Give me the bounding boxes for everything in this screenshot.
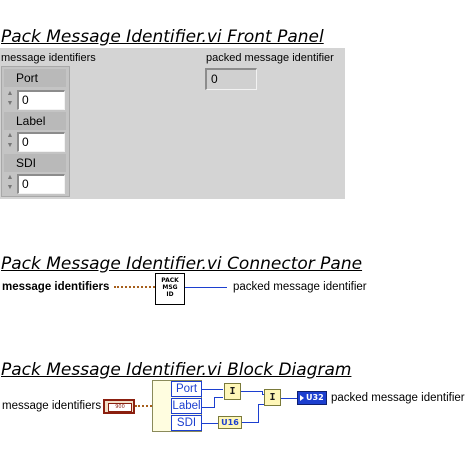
sdi-spinner-icon[interactable]: ▲▼ — [6, 174, 14, 191]
pack-msg-id-icon[interactable]: PACK MSG ID — [155, 273, 185, 305]
diagram-input-label: message identifiers — [2, 400, 102, 412]
output-wire — [281, 398, 297, 399]
join-numbers-2-icon[interactable]: I — [264, 389, 281, 406]
unbundle-label[interactable]: Label — [171, 398, 202, 414]
label-wire-b — [214, 397, 215, 408]
sdi-label: SDI — [16, 156, 37, 170]
cluster-label: message identifiers — [1, 52, 96, 64]
sdi-input[interactable]: 0 — [17, 174, 65, 194]
label-label: Label — [16, 114, 46, 128]
packed-message-identifier-indicator: 0 — [205, 68, 257, 90]
connector-pane-title: Pack Message Identifier.vi Connector Pan… — [1, 254, 363, 274]
label-wire-c — [214, 397, 223, 398]
join1-output-wire-a — [241, 391, 262, 392]
field-header-port — [4, 69, 66, 87]
field-header-sdi — [4, 154, 66, 172]
sdi-wire — [202, 423, 218, 424]
u16-wire-b — [258, 404, 259, 423]
label-spinner-icon[interactable]: ▲▼ — [6, 132, 14, 149]
port-input[interactable]: 0 — [17, 90, 65, 110]
front-panel-title: Pack Message Identifier.vi Front Panel — [1, 27, 324, 47]
indicator-arrow-icon — [300, 395, 304, 401]
unbundle-sdi[interactable]: SDI — [171, 415, 202, 431]
field-header-label — [4, 112, 66, 130]
connector-output-label: packed message identifier — [233, 281, 367, 293]
port-wire — [202, 389, 223, 390]
diagram-output-label: packed message identifier — [331, 392, 465, 404]
label-wire-a — [202, 407, 214, 408]
port-spinner-icon[interactable]: ▲▼ — [6, 90, 14, 107]
unbundle-port[interactable]: Port — [171, 381, 202, 397]
join1-output-wire-c — [262, 394, 264, 395]
join-numbers-1-icon[interactable]: I — [224, 383, 241, 400]
icon-line-1: PACK — [161, 277, 179, 284]
u16-wire-c — [258, 404, 264, 405]
join1-output-wire-b — [262, 391, 263, 394]
connector-input-label: message identifiers — [2, 281, 110, 293]
connector-output-wire — [185, 287, 227, 288]
cluster-control-terminal[interactable]: 900 — [103, 399, 135, 414]
u32-type-label: U32 — [306, 393, 324, 402]
to-u16-convert[interactable]: U16 — [218, 416, 242, 429]
connector-input-wire — [114, 286, 155, 288]
indicator-label: packed message identifier — [206, 52, 334, 64]
icon-line-2: MSG — [162, 284, 178, 291]
u32-indicator-terminal[interactable]: U32 — [297, 391, 327, 405]
label-input[interactable]: 0 — [17, 132, 65, 152]
icon-line-3: ID — [166, 291, 174, 298]
cluster-glyph-icon: 900 — [108, 403, 132, 412]
u16-wire-a — [242, 422, 258, 423]
block-diagram-title: Pack Message Identifier.vi Block Diagram — [1, 360, 352, 380]
cluster-wire — [135, 405, 155, 407]
port-label: Port — [16, 71, 39, 85]
